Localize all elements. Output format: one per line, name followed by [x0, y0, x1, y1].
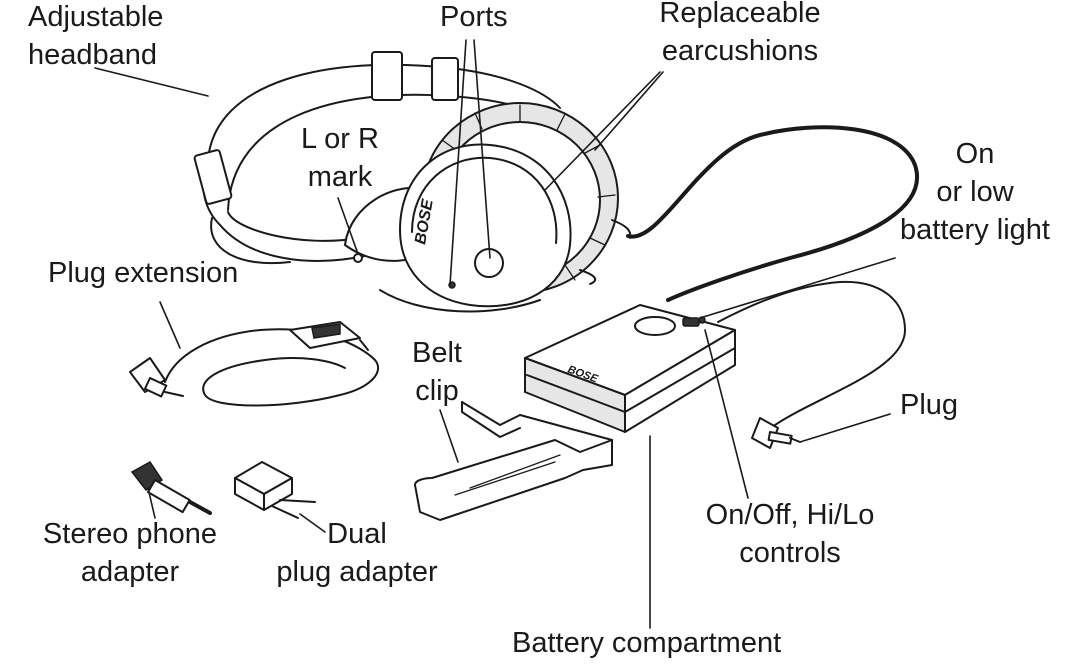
- belt-clip-icon: [414, 401, 613, 521]
- headphones-icon: [193, 51, 632, 313]
- label-ports: Ports: [440, 1, 508, 33]
- label-battery-compartment: Battery compartment: [512, 627, 782, 659]
- stereo-adapter-icon: [130, 461, 212, 515]
- label-adjustable-headband: Adjustable headband: [28, 1, 164, 71]
- label-l-or-r-mark: L or R mark: [301, 123, 379, 193]
- label-plug: Plug: [900, 389, 959, 421]
- label-stereo-phone-adapter: Stereo phone adapter: [42, 518, 218, 588]
- battery-module-icon: [524, 280, 906, 433]
- cable-icon: [129, 321, 380, 407]
- label-replaceable-earcushions: Replaceable earcushions: [659, 0, 821, 67]
- label-battery-light: On or low battery light: [900, 138, 1050, 246]
- leader-lines: [94, 39, 896, 629]
- label-dual-plug-adapter: Dual plug adapter: [276, 518, 438, 588]
- label-plug-extension: Plug extension: [48, 257, 239, 289]
- dual-plug-adapter-icon: [234, 461, 316, 519]
- label-on-off-controls: On/Off, Hi/Lo controls: [705, 499, 875, 569]
- plug-icon: [751, 417, 801, 449]
- label-belt-clip: Belt clip: [412, 337, 462, 407]
